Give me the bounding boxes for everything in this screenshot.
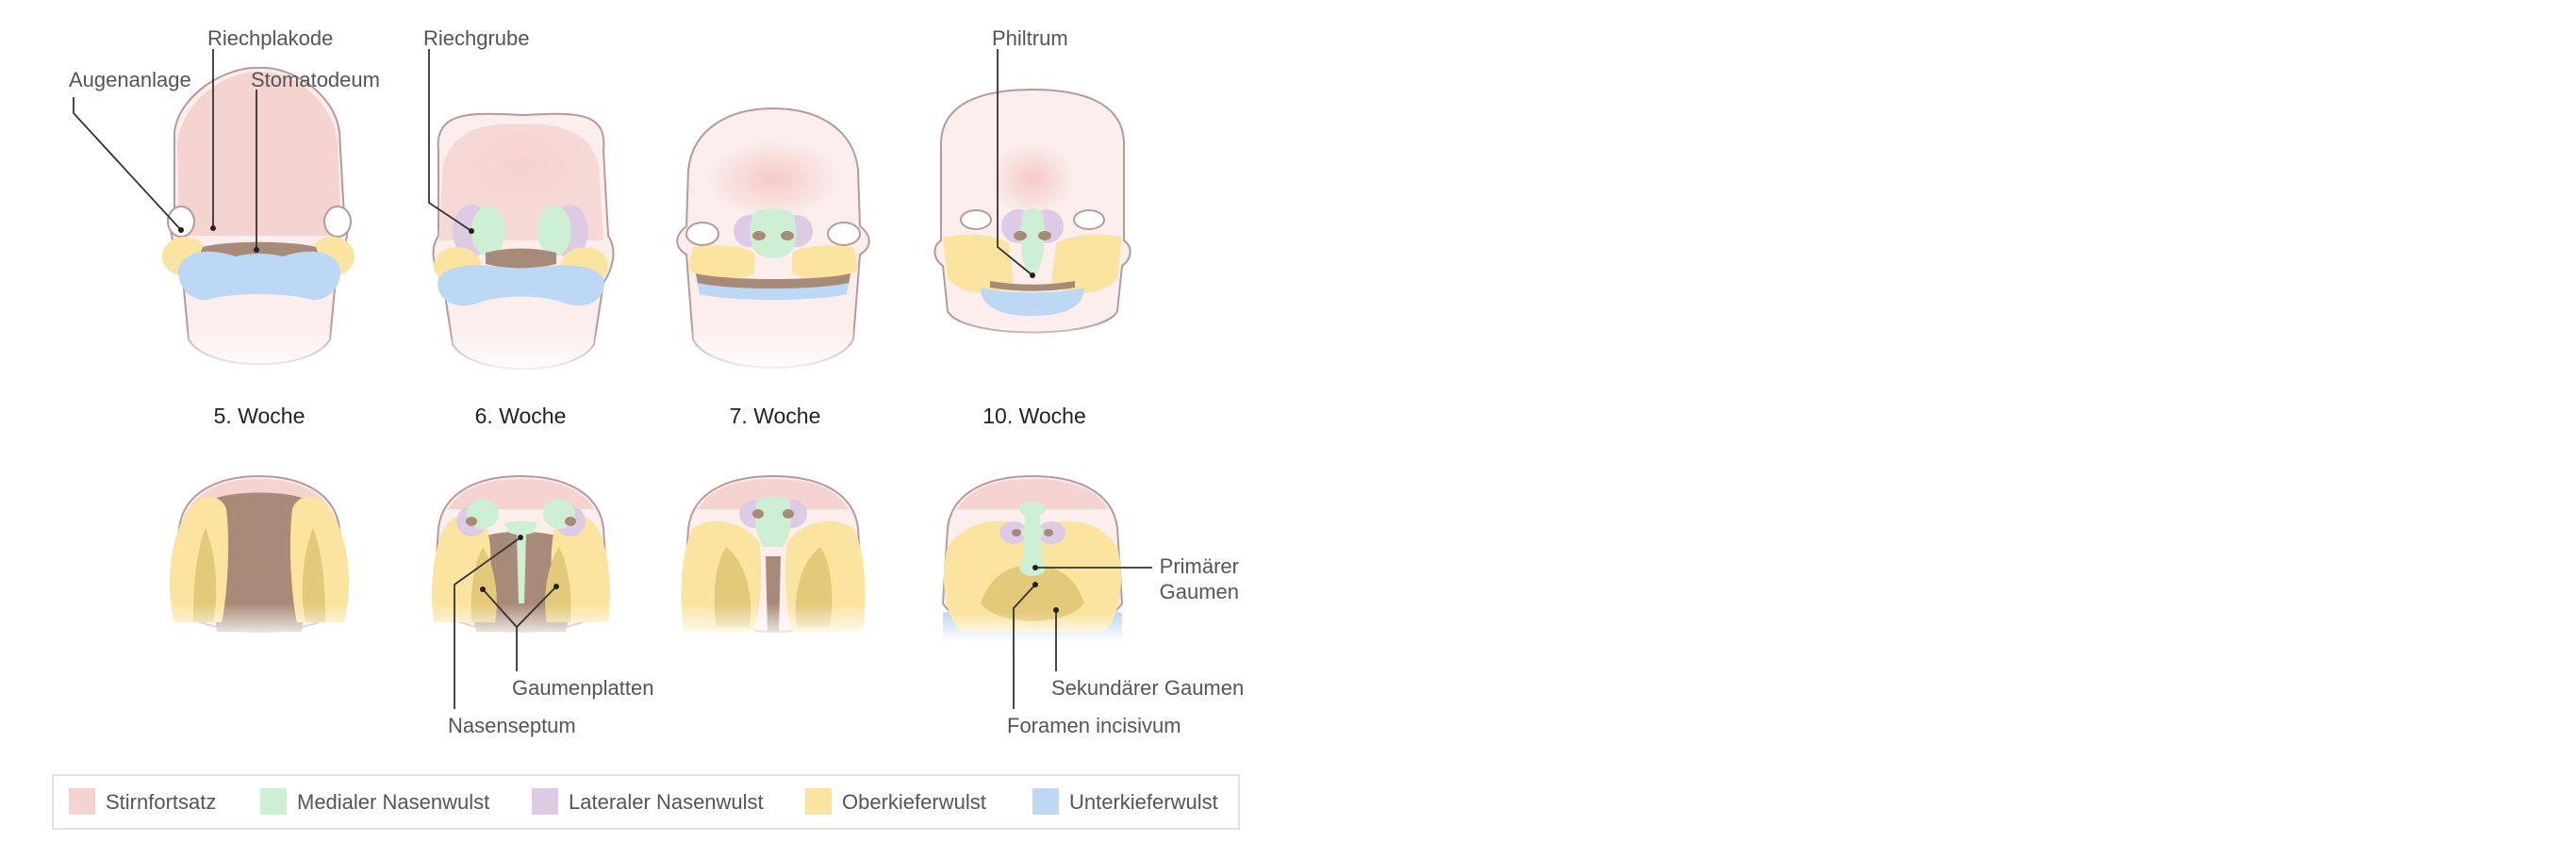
label-primaerer-gaumen-line1: Primärer <box>1160 554 1239 578</box>
legend-swatch-unterkieferwulst <box>1032 788 1059 815</box>
label-foramen-incisivum: Foramen incisivum <box>1007 714 1181 737</box>
week-label-6: 6. Woche <box>475 404 567 428</box>
palatal-view-week5 <box>160 474 358 641</box>
week-label-5: 5. Woche <box>214 404 305 428</box>
legend-label-stirnfortsatz: Stirnfortsatz <box>106 790 216 814</box>
legend-swatch-stirnfortsatz <box>69 788 95 815</box>
label-nasenseptum: Nasenseptum <box>448 714 576 737</box>
label-riechplakode: Riechplakode <box>207 26 333 50</box>
label-stomatodeum: Stomatodeum <box>251 68 380 91</box>
label-riechgrube: Riechgrube <box>423 26 530 50</box>
palatal-view-week6 <box>420 474 622 641</box>
leader-lines <box>73 49 1152 709</box>
front-view-week6 <box>420 112 622 377</box>
week-label-7: 7. Woche <box>730 404 821 428</box>
label-augenanlage: Augenanlage <box>69 68 191 91</box>
legend-label-medialer-nasenwulst: Medialer Nasenwulst <box>297 790 489 814</box>
legend-label-unterkieferwulst: Unterkieferwulst <box>1069 790 1218 814</box>
front-view-week5 <box>160 66 358 377</box>
palatal-view-week7 <box>674 474 872 641</box>
label-gaumenplatten: Gaumenplatten <box>512 676 653 700</box>
week-label-10: 10. Woche <box>983 404 1086 428</box>
legend-label-oberkieferwulst: Oberkieferwulst <box>842 790 986 814</box>
label-primaerer-gaumen-line2: Gaumen <box>1160 580 1239 603</box>
legend-swatch-oberkieferwulst <box>805 788 832 815</box>
label-sekundaerer-gaumen: Sekundärer Gaumen <box>1051 676 1244 700</box>
front-view-week10 <box>933 88 1131 358</box>
palatal-view-week10 <box>933 474 1131 641</box>
legend-swatch-medialer-nasenwulst <box>260 788 287 815</box>
legend-swatch-lateraler-nasenwulst <box>532 788 558 815</box>
legend-label-lateraler-nasenwulst: Lateraler Nasenwulst <box>569 790 764 814</box>
front-view-week7 <box>674 107 872 377</box>
label-philtrum: Philtrum <box>992 26 1068 50</box>
legend: Stirnfortsatz Medialer Nasenwulst Latera… <box>52 774 1240 830</box>
